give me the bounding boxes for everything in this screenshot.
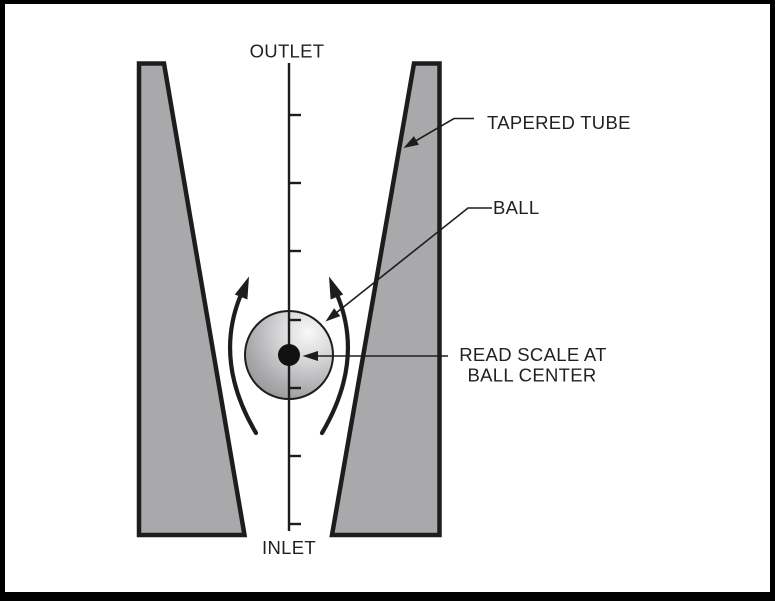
arrowhead-icon xyxy=(302,351,318,361)
read-scale-label-line1: READ SCALE AT xyxy=(459,344,607,365)
arrowhead-icon xyxy=(403,136,419,148)
flow-arrows xyxy=(227,276,351,436)
flow-arrow-right-icon xyxy=(319,276,351,436)
read-scale-label-line2: BALL CENTER xyxy=(467,365,596,386)
inlet-label: INLET xyxy=(262,537,316,558)
read-scale-leader xyxy=(302,351,448,361)
frame-border-left xyxy=(0,0,5,601)
ball-center-dot xyxy=(278,344,300,366)
arrowhead-up-icon xyxy=(234,276,249,300)
frame-border-top xyxy=(0,0,775,4)
tube-wall-right xyxy=(329,61,442,538)
frame-border-right xyxy=(770,0,775,601)
tapered-tube-label: TAPERED TUBE xyxy=(487,112,631,133)
frame-border-bottom xyxy=(0,592,775,601)
arrowhead-icon xyxy=(325,308,341,322)
tube-wall-left xyxy=(136,61,248,538)
tapered-tube-leader xyxy=(403,117,474,148)
scale xyxy=(287,63,301,531)
tapered-tube xyxy=(136,61,442,538)
arrowhead-up-icon xyxy=(329,276,344,300)
flow-arrow-left-icon xyxy=(227,276,259,436)
outlet-label: OUTLET xyxy=(250,41,325,62)
ball-leader xyxy=(325,207,492,322)
ball-label: BALL xyxy=(493,197,539,218)
